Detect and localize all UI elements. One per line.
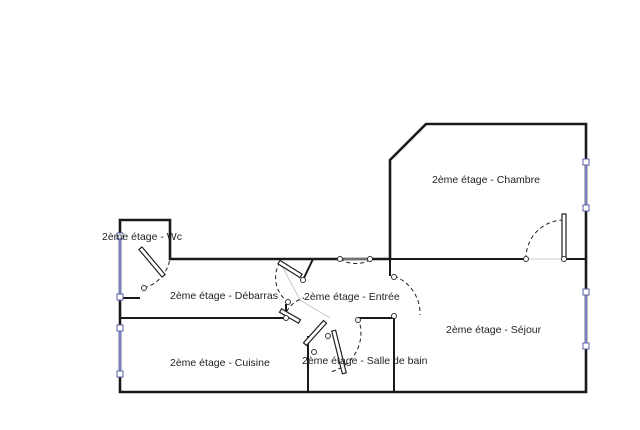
walls bbox=[118, 122, 588, 394]
door-entree-top bbox=[337, 256, 373, 265]
windows bbox=[116, 158, 590, 378]
door-chambre bbox=[523, 213, 567, 262]
window-chambre bbox=[582, 158, 590, 212]
door-cuisine bbox=[278, 297, 305, 325]
room-label-debarras: 2ème étage - Débarras bbox=[170, 290, 278, 302]
window-sejour bbox=[582, 288, 590, 350]
window-cuisine bbox=[116, 324, 124, 378]
doors bbox=[138, 213, 567, 375]
opening-guides bbox=[279, 258, 564, 319]
debarras-east-wall-top bbox=[302, 258, 314, 281]
room-label-salle-de-bain: 2ème étage - Salle de bain bbox=[302, 355, 428, 367]
door-wc bbox=[138, 246, 171, 291]
room-label-entree: 2ème étage - Entrée bbox=[304, 291, 400, 303]
room-labels: 2ème étage - Wc 2ème étage - Débarras 2è… bbox=[102, 174, 542, 369]
room-label-chambre: 2ème étage - Chambre bbox=[432, 174, 540, 186]
room-label-wc: 2ème étage - Wc bbox=[102, 231, 182, 243]
door-sejour bbox=[391, 274, 421, 319]
room-label-cuisine: 2ème étage - Cuisine bbox=[170, 357, 270, 369]
window-wc bbox=[116, 232, 124, 301]
room-label-sejour: 2ème étage - Séjour bbox=[446, 324, 542, 336]
door-debarras bbox=[275, 259, 306, 305]
door-salle-de-bain bbox=[302, 317, 362, 375]
